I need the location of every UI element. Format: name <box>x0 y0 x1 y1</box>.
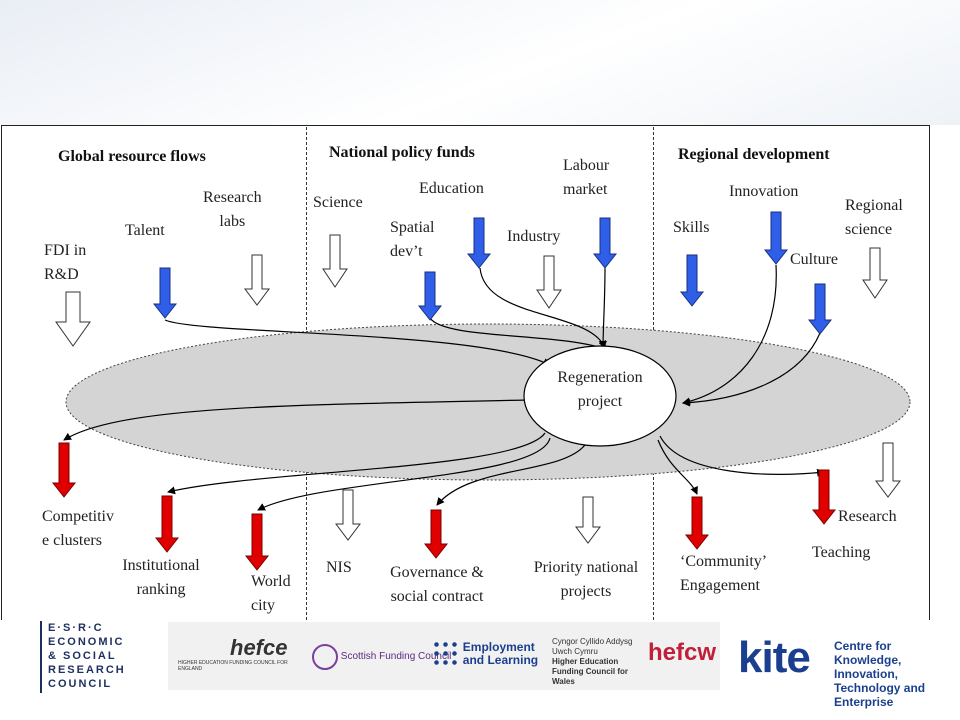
del-dots-icon <box>432 640 460 668</box>
arrow-community <box>684 496 710 550</box>
arrow-priority <box>575 496 601 544</box>
arrow-research <box>811 469 837 525</box>
hefce-logo: hefce HIGHER EDUCATION FUNDING COUNCIL F… <box>178 635 288 673</box>
flow-culture <box>682 332 821 407</box>
top-background <box>0 0 960 125</box>
label-education: Education <box>419 180 484 197</box>
flow-education <box>479 267 607 349</box>
flow-spatial <box>429 317 609 352</box>
arrow-governance <box>423 509 449 559</box>
arrow-science <box>322 234 348 288</box>
arrow-spatial <box>417 271 443 321</box>
arrow-research-labs <box>244 254 270 306</box>
flow-to-governance <box>436 444 586 506</box>
arrow-teaching <box>875 442 901 498</box>
esrc-logo: E·S·R·C ECONOMIC & SOCIAL RESEARCH COUNC… <box>40 621 135 693</box>
label-research: Research <box>838 508 897 525</box>
label-skills: Skills <box>673 219 710 236</box>
regional-ellipse <box>65 323 911 481</box>
flow-innovation <box>682 264 777 406</box>
flow-to-research <box>659 435 825 477</box>
flow-to-community <box>657 439 698 495</box>
hefcw-logo: hefcw <box>648 639 717 666</box>
arrow-innovation <box>763 211 789 265</box>
arrow-culture <box>807 283 833 335</box>
arrow-regional-science <box>862 247 888 299</box>
sfc-logo: Scottish Funding Council <box>312 644 451 670</box>
label-culture: Culture <box>790 251 838 268</box>
flow-to-world-city <box>257 437 551 511</box>
flow-to-institutional <box>167 432 546 495</box>
arrow-industry <box>536 255 562 309</box>
section-header-national: National policy funds <box>329 144 475 161</box>
label-industry: Industry <box>507 228 561 245</box>
arrow-fdi <box>55 291 91 347</box>
hefcw-text-logo: Cyngor Cyllido Addysg Uwch Cymru Higher … <box>552 637 633 686</box>
flow-labour <box>599 267 608 349</box>
arrow-competitive <box>51 442 77 498</box>
arrow-nis <box>335 489 361 541</box>
label-nis: NIS <box>326 559 352 576</box>
arrow-institutional <box>154 495 180 553</box>
arrow-education <box>466 217 492 269</box>
section-header-regional: Regional development <box>678 146 830 163</box>
regeneration-project-node <box>523 345 677 447</box>
label-teaching: Teaching <box>812 544 871 561</box>
arrow-talent <box>152 267 178 319</box>
kite-logo: kite Centre for Knowledge, Innovation, T… <box>738 633 926 709</box>
label-community-engagement: ‘Community’Engagement <box>680 553 768 594</box>
arrow-world-city <box>244 513 270 571</box>
label-science: Science <box>313 194 363 211</box>
arrow-labour <box>592 217 618 269</box>
sfc-swirl-icon <box>312 644 338 670</box>
label-talent: Talent <box>125 222 165 239</box>
label-governance: Governance &social contract <box>390 564 484 605</box>
flow-talent <box>164 319 551 366</box>
section-header-global: Global resource flows <box>58 148 206 165</box>
arrow-skills <box>679 254 705 307</box>
flow-to-competitive <box>63 399 528 441</box>
label-innovation: Innovation <box>729 183 799 200</box>
